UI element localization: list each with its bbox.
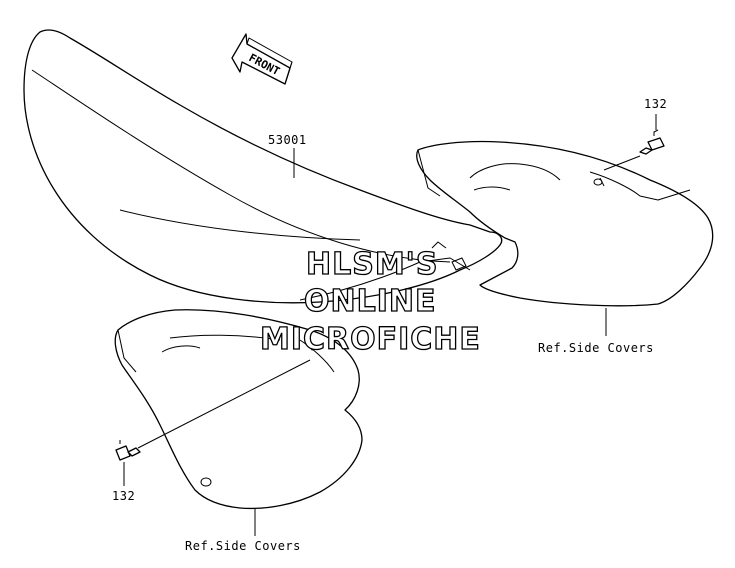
watermark-line-2: ONLINE [304, 284, 437, 319]
bolt-right-icon [639, 129, 665, 155]
ref-side-covers-left-label: Ref.Side Covers [185, 539, 301, 553]
side-cover-right [416, 140, 714, 307]
seat [23, 29, 503, 304]
bolt-right-part-number: 132 [644, 97, 667, 111]
seat-part-number: 53001 [268, 133, 307, 147]
watermark-line-1: HLSM'S [306, 247, 438, 282]
bolt-left-icon [115, 440, 141, 461]
side-cover-left [114, 309, 363, 510]
front-arrow-icon: FRONT [231, 33, 293, 85]
leader-lines [123, 114, 657, 536]
watermark-line-3: MICROFICHE [260, 322, 481, 357]
ref-side-covers-right-label: Ref.Side Covers [538, 341, 654, 355]
watermark: HLSM'S ONLINE MICROFICHE [259, 246, 481, 357]
bolt-left-part-number: 132 [112, 489, 135, 503]
